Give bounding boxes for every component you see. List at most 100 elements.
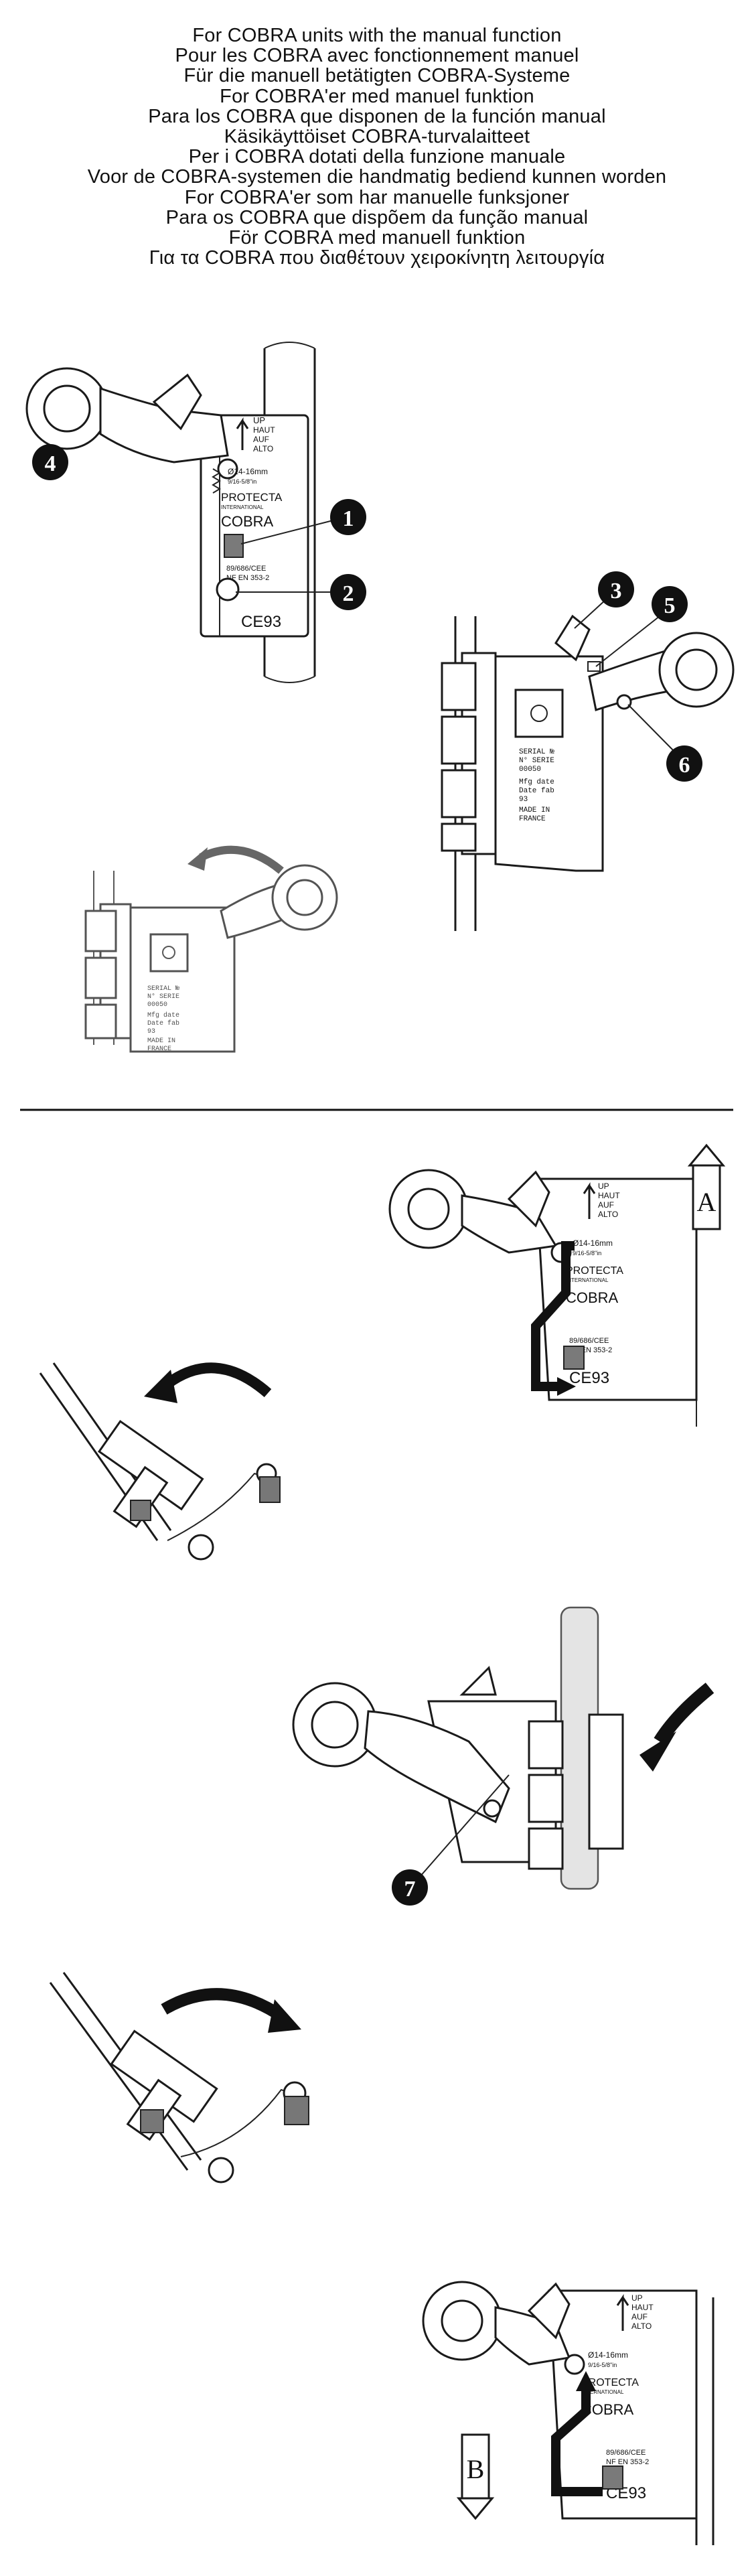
button-2 [216,577,240,601]
svg-text:6: 6 [679,753,690,778]
heading-fi: Käsikäyttöiset COBRA-turvalaitteet [224,126,530,148]
svg-text:INTERNATIONAL: INTERNATIONAL [581,2389,624,2395]
svg-text:UP: UP [598,1182,609,1191]
label-up: UP [253,415,265,425]
label-directive: 89/686/CEE [226,565,266,573]
svg-text:Date fab: Date fab [147,1019,179,1027]
svg-text:AUF: AUF [631,2312,648,2321]
svg-text:93: 93 [147,1028,155,1035]
heading-en: For COBRA units with the manual function [192,25,562,46]
headings-block: For COBRA units with the manual function… [0,25,754,269]
svg-text:HAUT: HAUT [598,1191,620,1200]
figure-device-side: SERIAL № N° SERIE 00050 Mfg date Date fa… [441,571,735,931]
svg-text:UP: UP [631,2293,643,2303]
label-alto: ALTO [253,444,273,453]
heading-fr: Pour les COBRA avec fonctionnement manue… [175,45,579,67]
svg-text:MADE IN: MADE IN [147,1037,175,1045]
svg-text:ALTO: ALTO [631,2321,652,2331]
svg-text:NF EN 353-2: NF EN 353-2 [606,2458,649,2466]
figure-device-press: 7 [292,1606,714,1906]
pawl-3 [554,614,591,662]
heading-nl: Voor de COBRA-systemen die handmatig bed… [87,166,667,188]
direction-b-arrow-icon [456,2497,495,2520]
callout-5 [652,586,688,622]
svg-text:89/686/CEE: 89/686/CEE [606,2449,646,2457]
button-6 [616,694,632,710]
svg-text:HAUT: HAUT [631,2303,654,2312]
svg-text:9/16-5/8"in: 9/16-5/8"in [588,2362,617,2368]
button-1-knurled [224,534,244,558]
label-model: COBRA [221,513,274,530]
svg-text:7: 7 [404,1877,416,1902]
figure-device-front: UP HAUT AUF ALTO Ø14-16mm 9/16-5/8"in PR… [25,342,366,683]
handle-arm [99,386,229,463]
svg-text:4: 4 [45,451,56,476]
svg-text:PROTECTA: PROTECTA [566,1265,623,1277]
label-diameter: Ø14-16mm [228,467,268,476]
press-path-arrow-icon [531,1241,575,1391]
heading-pt: Para os COBRA que dispõem da função manu… [165,206,589,228]
svg-text:FRANCE: FRANCE [147,1046,171,1053]
release-path-arrow-icon [551,2384,603,2496]
svg-text:Ø14-16mm: Ø14-16mm [588,2350,628,2360]
heading-el: Για τα COBRA που διαθέτουν χειροκίνητη λ… [149,247,605,269]
figure-top-view-1 [39,1362,281,1561]
svg-text:9/16-5/8"in: 9/16-5/8"in [573,1250,601,1257]
svg-text:SERIAL №: SERIAL № [519,748,554,756]
rotate-cw-arrow-icon [161,1988,285,2021]
svg-text:Date fab: Date fab [519,787,554,795]
svg-text:3: 3 [611,579,622,603]
callout-4 [32,444,68,480]
svg-text:N° SERIE: N° SERIE [519,757,554,765]
label-haut: HAUT [253,425,275,435]
callout-7 [392,1869,428,1906]
label-auf: AUF [253,435,269,444]
press-arrow-icon [654,1683,714,1745]
heading-da: For COBRA'er med manuel funktion [220,85,534,107]
svg-text:89/686/CEE: 89/686/CEE [569,1337,609,1345]
callout-6 [666,745,702,782]
up-arrow-icon [236,417,249,450]
svg-text:00050: 00050 [147,1001,167,1009]
direction-a-arrow-icon [687,1143,726,1167]
svg-text:2: 2 [343,581,354,606]
heading-es: Para los COBRA que disponen de la funció… [148,105,606,127]
svg-text:CE93: CE93 [569,1369,609,1387]
svg-text:N° SERIE: N° SERIE [147,993,179,1001]
callout-3 [598,571,634,607]
figure-direction-a: UP HAUT AUF ALTO Ø14-16mm 9/16-5/8"in PR… [388,1143,726,1427]
svg-text:PROTECTA: PROTECTA [581,2377,639,2388]
svg-text:00050: 00050 [519,766,541,774]
svg-text:INTERNATIONAL: INTERNATIONAL [566,1277,609,1283]
rotate-arrow-icon [199,845,284,874]
svg-text:Mfg date: Mfg date [147,1011,179,1019]
svg-text:MADE IN: MADE IN [519,806,550,814]
figure-handle-rotate: SERIAL № N° SERIE 00050 Mfg date Date fa… [84,845,338,1053]
direction-a-label: A [697,1187,717,1217]
label-ce: CE93 [241,613,281,631]
heading-sv: För COBRA med manuell funktion [228,227,526,249]
figure-top-view-2 [49,1972,309,2184]
svg-text:93: 93 [519,796,528,804]
svg-text:SERIAL №: SERIAL № [147,985,179,993]
svg-text:COBRA: COBRA [566,1289,619,1306]
heading-no: For COBRA'er som har manuelle funksjoner [184,186,570,208]
svg-text:AUF: AUF [598,1200,614,1210]
label-brand-sub: INTERNATIONAL [221,504,264,510]
svg-text:Ø14-16mm: Ø14-16mm [573,1238,613,1248]
label-diameter-in: 9/16-5/8"in [228,478,256,485]
figure-direction-b: UP HAUT AUF ALTO Ø14-16mm 9/16-5/8"in PR… [422,2281,714,2545]
svg-text:Mfg date: Mfg date [519,778,554,786]
svg-text:FRANCE: FRANCE [519,815,546,823]
heading-it: Per i COBRA dotati della funzione manual… [188,146,566,168]
heading-de: Für die manuell betätigten COBRA-Systeme [183,65,571,87]
cam-7 [364,1710,510,1824]
svg-text:1: 1 [343,506,354,531]
svg-text:5: 5 [664,593,676,618]
callout-2 [330,574,366,610]
rotate-ccw-arrow-icon [161,1362,272,1398]
button-5 [587,661,601,672]
svg-text:ALTO: ALTO [598,1210,618,1219]
direction-b-label: B [467,2454,485,2484]
